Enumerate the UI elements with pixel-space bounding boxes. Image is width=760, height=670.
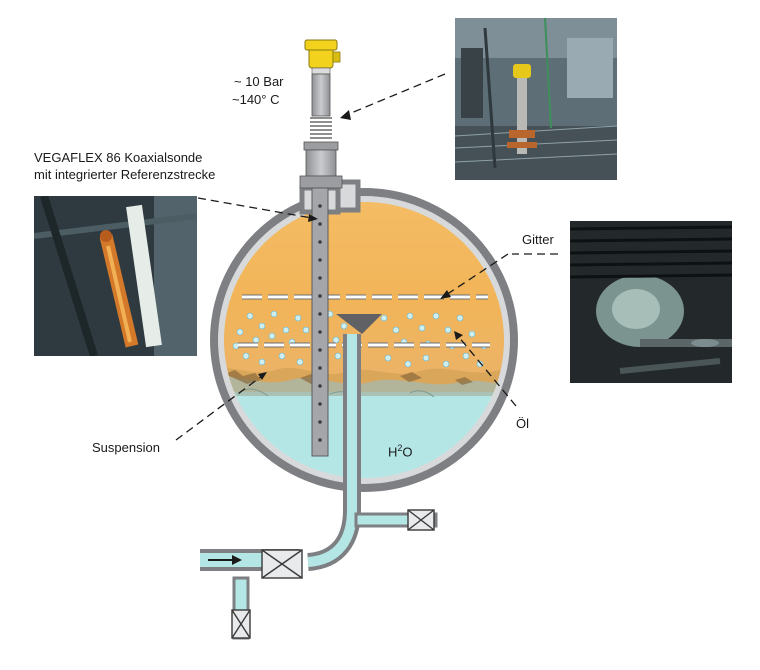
water-label-end: O	[402, 444, 413, 460]
temperature-label: ~140° C	[232, 92, 280, 107]
photo-grid	[570, 221, 732, 383]
vegaflex-sensor	[299, 39, 343, 189]
valve-icon	[261, 549, 303, 579]
water-label: H2O	[388, 440, 413, 460]
grid-lower-outline	[238, 342, 490, 348]
valve-icon	[231, 609, 251, 639]
pressure-label: ~ 10 Bar	[234, 74, 284, 89]
valve-icon	[407, 509, 435, 531]
grid-upper-outline	[242, 294, 488, 300]
suspension-layer	[224, 367, 504, 400]
suspension-label: Suspension	[92, 440, 160, 455]
water-label-sup: 2	[397, 443, 403, 453]
leader-arrowheads	[258, 110, 463, 380]
probe-label-line1: VEGAFLEX 86 Koaxialsonde	[34, 150, 203, 165]
photo-probe-closeup	[34, 196, 197, 356]
coaxial-probe	[311, 187, 329, 457]
flow-arrow-icon	[208, 555, 242, 565]
grid-label: Gitter	[522, 232, 554, 247]
photo-installation	[455, 18, 617, 180]
oil-phase	[224, 202, 504, 390]
oil-label: Öl	[516, 416, 529, 431]
water-label-main: H	[388, 444, 398, 460]
sensor-housing	[308, 47, 334, 69]
drain-funnel	[306, 314, 382, 571]
probe-label-line2: mit integrierter Referenzstrecke	[34, 167, 216, 182]
leader-lines	[175, 73, 558, 441]
